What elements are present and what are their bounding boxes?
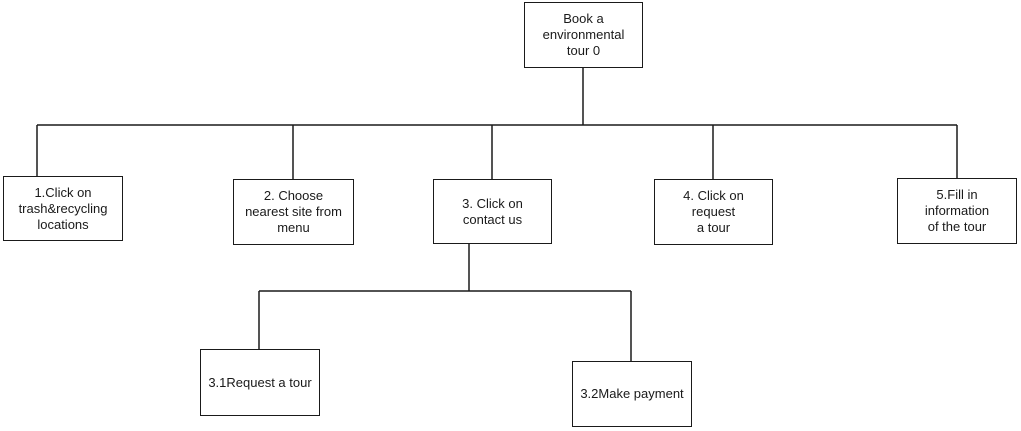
root-node-label: Book a environmental tour 0 [542, 11, 625, 58]
step-3-label: 3. Click on contact us [462, 195, 523, 227]
substep-node-3-1-request-tour: 3.1Request a tour [200, 349, 320, 416]
step-1-label: 1.Click on trash&recycling locations [18, 184, 108, 232]
substep-node-3-2-make-payment: 3.2Make payment [572, 361, 692, 427]
substep-3-1-label: 3.1Request a tour [208, 374, 312, 390]
step-node-1-click-trash-recycling: 1.Click on trash&recycling locations [3, 176, 123, 241]
step-node-5-fill-information: 5.Fill in information of the tour [897, 178, 1017, 244]
substep-3-2-label: 3.2Make payment [580, 386, 684, 401]
step-2-label: 2. Choose nearest site from menu [245, 188, 342, 235]
step-node-3-click-contact-us: 3. Click on contact us [433, 179, 552, 244]
root-node-book-environmental-tour: Book a environmental tour 0 [524, 2, 643, 68]
step-node-2-choose-nearest-site: 2. Choose nearest site from menu [233, 179, 354, 245]
step-4-label: 4. Click on request a tour [683, 188, 744, 235]
step-5-label: 5.Fill in information of the tour [924, 187, 990, 234]
step-node-4-click-request-tour: 4. Click on request a tour [654, 179, 773, 245]
